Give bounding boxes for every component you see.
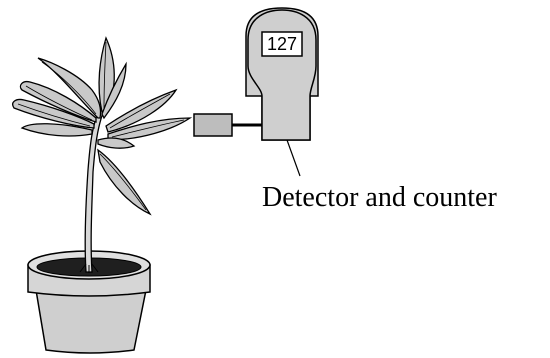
detector-probe-icon (194, 114, 232, 136)
potted-plant-icon (13, 38, 190, 353)
pot-body (36, 290, 146, 353)
probe-body (194, 114, 232, 136)
leaf-right-small (98, 138, 134, 148)
plant-leaves (13, 38, 190, 214)
label-leader-line (287, 140, 300, 176)
counter-body-shape (248, 10, 316, 140)
counter-reading: 127 (267, 34, 297, 54)
radiation-counter-icon: 127 (194, 8, 318, 176)
detector-label: Detector and counter (262, 182, 497, 213)
